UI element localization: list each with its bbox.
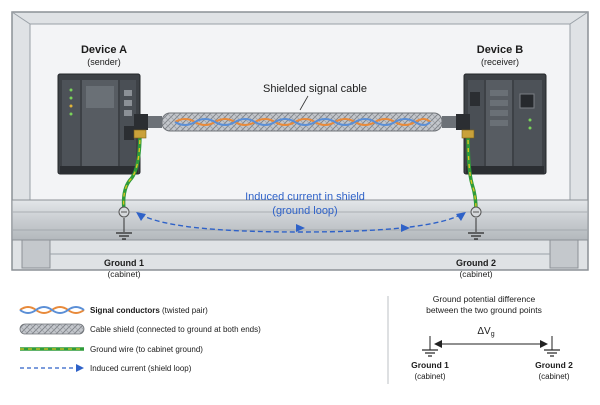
ground-symbol-1 <box>116 232 132 240</box>
potential-title-line2: between the two ground points <box>426 305 542 315</box>
potential-difference-panel: Ground potential difference between the … <box>411 294 573 381</box>
legend-item-1-rest: (twisted pair) <box>160 306 208 315</box>
legend: Signal conductors (twisted pair) Cable s… <box>19 306 261 373</box>
potential-arrowhead-right <box>540 340 548 348</box>
loop-label-line2: (ground loop) <box>272 205 337 217</box>
device-b <box>463 73 547 175</box>
twisted-pair-icon <box>19 306 85 314</box>
cabinet-foot-right <box>549 239 579 269</box>
cable-label: Shielded signal cable <box>263 83 367 95</box>
legend-item-1-bold: Signal conductors <box>90 306 160 315</box>
dashed-arrow-icon <box>20 364 84 372</box>
ground-wire-a <box>121 129 147 211</box>
conductor-orange <box>174 118 431 126</box>
potential-arrowhead-left <box>434 340 442 348</box>
delta-v-symbol: ΔVg <box>477 326 494 338</box>
legend-item-2: Cable shield (connected to ground at bot… <box>90 325 261 334</box>
shielded-cable <box>134 112 470 132</box>
ground-1-label: Ground 1 <box>104 258 144 268</box>
ground-terminal-2 <box>470 206 482 232</box>
device-a-title: Device A <box>81 44 127 56</box>
induced-current-arrow <box>139 213 463 233</box>
legend-item-4: Induced current (shield loop) <box>90 364 192 373</box>
device-b-role: (receiver) <box>481 57 519 67</box>
ground-2-sub: (cabinet) <box>459 269 492 279</box>
ground-1-sub: (cabinet) <box>107 269 140 279</box>
potential-ground-symbol-1 <box>422 336 438 357</box>
conductor-blue <box>174 118 431 126</box>
potential-ground-1-label: Ground 1 <box>411 360 449 370</box>
legend-item-1: Signal conductors (twisted pair) <box>90 306 208 315</box>
device-b-title: Device B <box>477 44 524 56</box>
potential-ground-symbol-2 <box>544 336 560 357</box>
device-a-role: (sender) <box>87 57 121 67</box>
ground-2-label: Ground 2 <box>456 258 496 268</box>
loop-label-line1: Induced current in shield <box>245 191 365 203</box>
potential-ground-2-sub: (cabinet) <box>538 372 569 381</box>
cable-label-pointer <box>299 95 309 111</box>
ground-symbol-2 <box>468 232 484 240</box>
mounting-rail <box>11 199 589 241</box>
ground-wire-b <box>461 129 478 211</box>
induced-current-arrowhead-mid2 <box>401 224 410 232</box>
induced-current-arrowhead-left <box>136 212 146 221</box>
delta-v-main: ΔV <box>477 326 491 337</box>
potential-ground-1-sub: (cabinet) <box>414 372 445 381</box>
cabinet-foot-left <box>21 239 51 269</box>
potential-ground-2-label: Ground 2 <box>535 360 573 370</box>
delta-v-subscript: g <box>491 331 495 338</box>
cable-shield <box>161 112 443 132</box>
device-a <box>57 73 141 175</box>
braided-shield-icon <box>19 323 85 335</box>
induced-current-arrowhead-mid <box>296 224 305 232</box>
ground-terminal-1 <box>118 206 130 232</box>
induced-current-arrowhead-right <box>456 212 466 221</box>
potential-title-line1: Ground potential difference <box>433 294 536 304</box>
legend-item-3: Ground wire (to cabinet ground) <box>90 345 203 354</box>
